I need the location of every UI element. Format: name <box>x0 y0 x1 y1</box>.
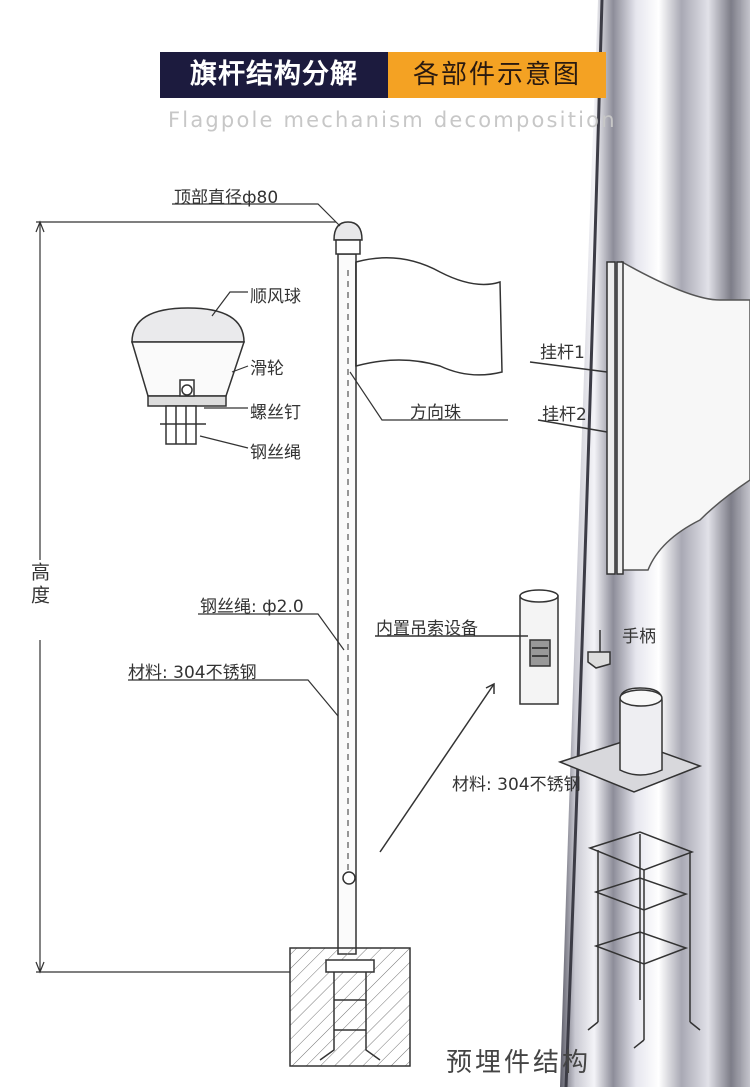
title-banner-left: 旗杆结构分解 <box>160 52 388 98</box>
foundation-block <box>289 947 411 1067</box>
wind-ball-detail <box>130 307 246 445</box>
label-wire-rope-dia: 钢丝绳: ф2.0 <box>200 597 304 617</box>
height-dimension <box>35 220 336 974</box>
label-handle: 手柄 <box>622 627 656 647</box>
label-material-1: 材料: 304不锈钢 <box>128 663 257 683</box>
label-hook-1: 挂杆1 <box>540 343 585 363</box>
main-flagpole <box>333 221 363 955</box>
top-diameter-leader <box>172 203 341 227</box>
label-wire-rope: 钢丝绳 <box>250 443 301 463</box>
internal-hoist-part <box>375 589 559 705</box>
label-height: 高度 <box>28 562 50 608</box>
label-hook-2: 挂杆2 <box>542 405 587 425</box>
label-wind-ball: 顺风球 <box>250 287 301 307</box>
label-screw: 螺丝钉 <box>250 403 301 423</box>
label-pulley: 滑轮 <box>250 359 284 379</box>
label-top-diameter: 顶部直径ф80 <box>174 188 279 208</box>
photo-flag <box>619 260 750 571</box>
label-direction-bead: 方向珠 <box>410 403 461 423</box>
handle-part <box>587 630 611 669</box>
material-arrow <box>379 682 495 853</box>
label-material-2: 材料: 304不锈钢 <box>452 775 581 795</box>
label-embedded-structure: 预埋件结构 <box>446 1048 592 1078</box>
hook-rods <box>529 261 624 575</box>
label-internal-hoist: 内置吊索设备 <box>376 619 478 639</box>
subtitle: Flagpole mechanism decomposition <box>168 108 617 132</box>
title-banner-right: 各部件示意图 <box>388 52 606 98</box>
wire-rope-leader <box>128 613 345 717</box>
base-plate-part <box>557 687 703 793</box>
direction-bead-leader <box>349 371 508 421</box>
wind-ball-leaders <box>199 291 249 449</box>
drawing-flag <box>355 257 503 376</box>
embedded-cage-part <box>587 831 701 1049</box>
